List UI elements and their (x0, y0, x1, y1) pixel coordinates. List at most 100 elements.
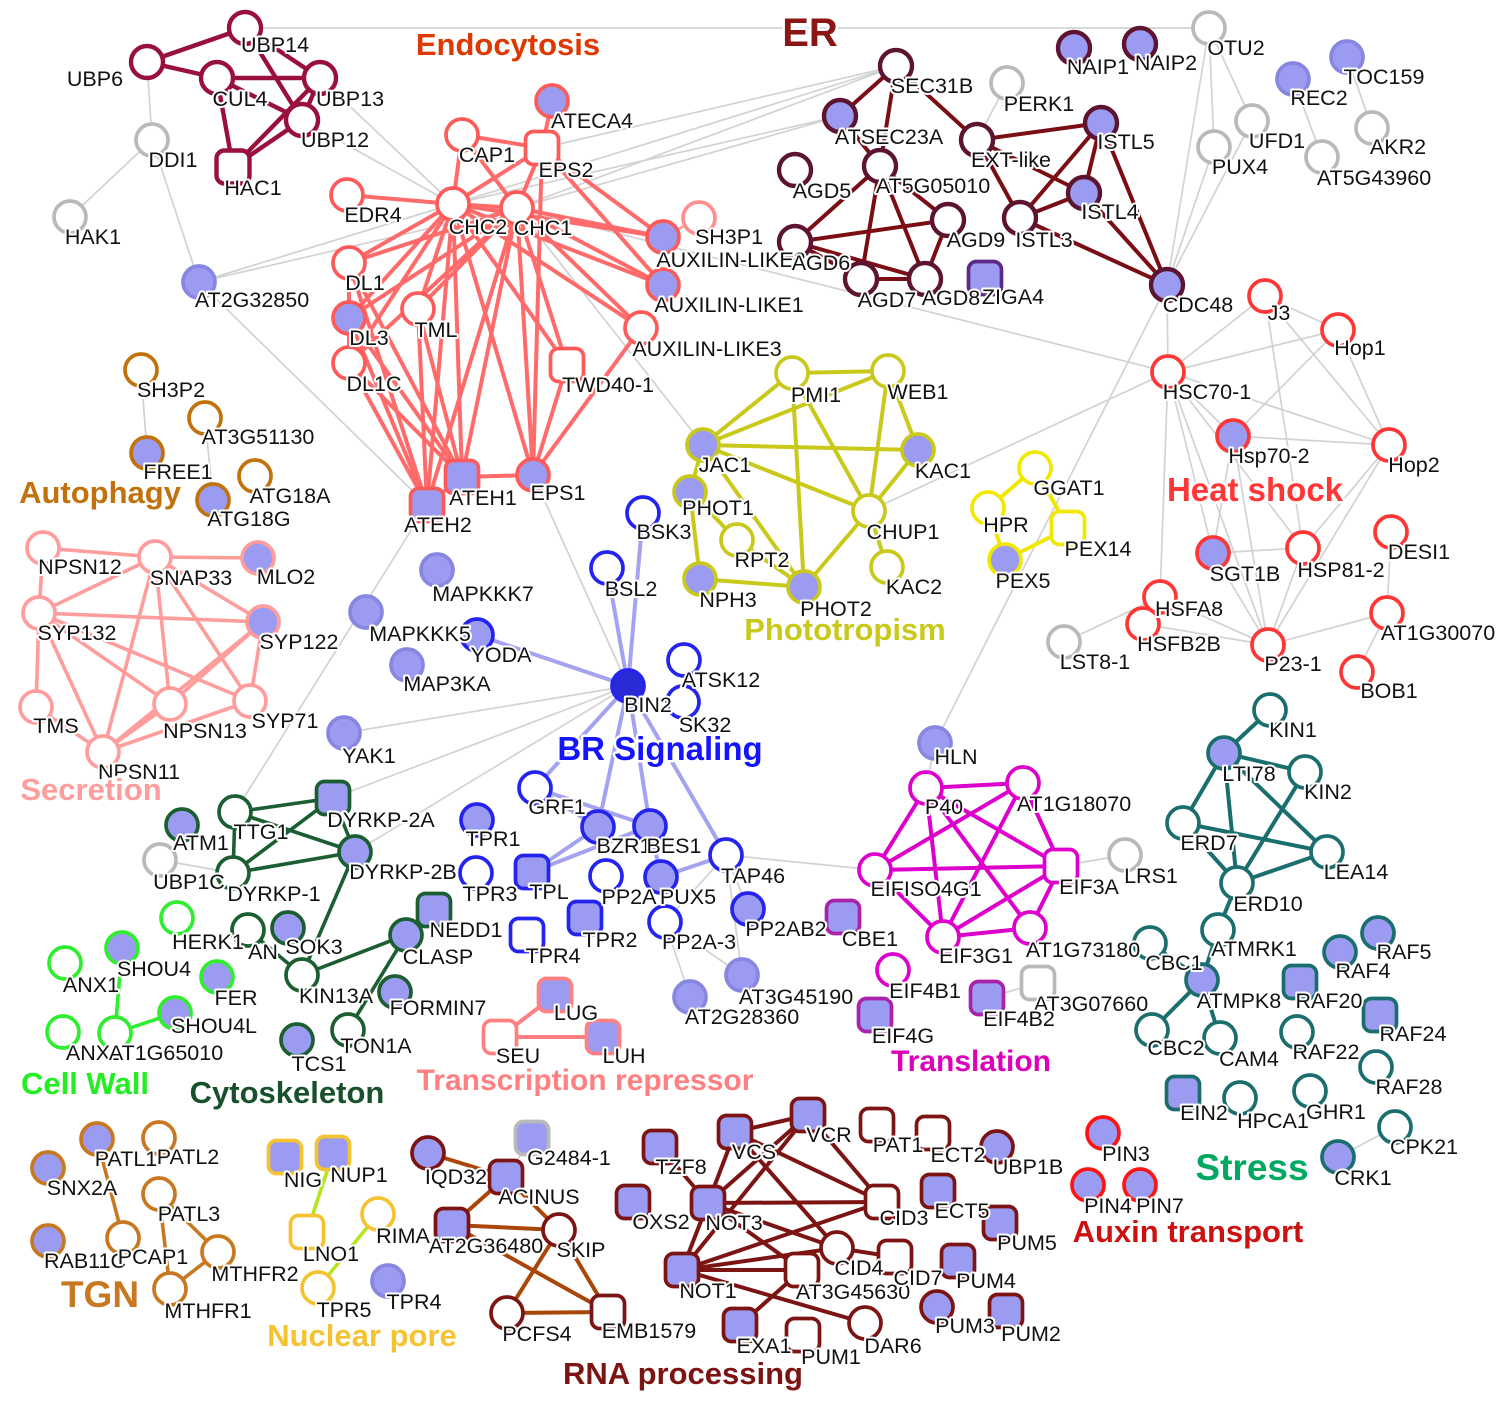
edge-DL1-ATEH1 (347, 261, 464, 479)
label-UBP12: UBP12 (301, 128, 369, 152)
edge-DYRKP-1-DYRKP-2B (231, 850, 357, 875)
label-CID7: CID7 (894, 1266, 943, 1290)
node-KIN1 (1252, 692, 1288, 728)
node-ISTL5 (1082, 104, 1120, 142)
node-AT1G65010 (97, 1015, 133, 1051)
node-GGAT1 (1017, 450, 1053, 486)
node-AT1G73180 (1012, 910, 1048, 946)
node-AUX2 (645, 219, 681, 255)
label-AGD6: AGD6 (792, 251, 851, 275)
edge-P40-EIF3G1 (924, 786, 945, 939)
node-RAB11C (30, 1223, 66, 1259)
node-ATSEC23A (821, 97, 859, 135)
label-AGD8: AGD8 (922, 286, 981, 310)
node-Hop2 (1371, 427, 1407, 463)
node-AT3G07660 (1019, 964, 1057, 1002)
cluster-title-phototropism: Phototropism (744, 612, 946, 647)
node-HSP81-2 (1285, 530, 1321, 566)
label-SEU: SEU (496, 1044, 540, 1068)
cluster-title-auxin-transport: Auxin transport (1073, 1214, 1304, 1249)
label-P40: P40 (925, 795, 963, 819)
edge-SYP71-NPSN11 (101, 699, 252, 754)
edge-EPS1-AUX3 (531, 326, 643, 477)
edge-PMI1-CHUP1 (790, 371, 871, 513)
label-RAF5: RAF5 (1377, 940, 1432, 964)
node-FREE1 (129, 435, 165, 471)
label-BSL2: BSL2 (605, 577, 658, 601)
label-EIF3G1: EIF3G1 (939, 944, 1013, 968)
label-RIMA: RIMA (376, 1224, 430, 1248)
edge-WEB1-CHUP1 (867, 369, 890, 513)
node-SYP132 (21, 595, 57, 631)
edge-SYP132-NPSN11 (37, 611, 105, 754)
edge-J3-HSP81-2 (1264, 295, 1304, 549)
label-BES1: BES1 (647, 834, 702, 858)
edge-SEC31B-EXT-like (894, 64, 979, 142)
cluster-title-tgn: TGN (61, 1274, 139, 1315)
label-TPL: TPL (529, 880, 568, 904)
label-TWD40-1: TWD40-1 (562, 373, 654, 397)
node-OTU2 (1191, 10, 1227, 46)
node-AGD6 (776, 223, 814, 261)
node-EPS1 (515, 457, 551, 493)
node-UBP12 (283, 101, 321, 139)
label-NEDD1: NEDD1 (430, 918, 503, 942)
label-VCS: VCS (732, 1140, 776, 1164)
node-KAC1 (900, 432, 936, 468)
label-RAF28: RAF28 (1376, 1075, 1443, 1099)
node-TPR4n (370, 1263, 406, 1299)
label-AUX1: AUXILIN-LIKE1 (654, 293, 803, 317)
node-BSK3 (625, 495, 661, 531)
node-LUG (536, 976, 574, 1014)
edge-AT1G18070-EIF3G1 (941, 781, 1025, 939)
edge-CHC1-ATEH1 (460, 206, 519, 479)
edge-CHC1-AUX1 (515, 206, 665, 287)
label-SEC31B: SEC31B (891, 74, 973, 98)
edge-VCR-NOT1 (680, 1113, 810, 1272)
node-PUX5 (643, 859, 679, 895)
edge-ATSEC23A-CHC2 (452, 115, 841, 205)
node-ECT5 (919, 1172, 957, 1210)
node-EIFISO4G1 (857, 852, 893, 888)
node-CUL4 (198, 59, 236, 97)
label-REC2: REC2 (1290, 86, 1347, 110)
cluster-title-cell-wall: Cell Wall (21, 1066, 149, 1101)
node-PCAP1 (105, 1220, 141, 1256)
label-PIN4: PIN4 (1084, 1194, 1132, 1218)
node-NOT1 (663, 1251, 701, 1289)
label-CAP1: CAP1 (459, 143, 515, 167)
label-BSK3: BSK3 (637, 520, 692, 544)
node-ANX2 (45, 1014, 81, 1050)
label-ZIGA4: ZIGA4 (982, 285, 1044, 309)
label-PCFS4: PCFS4 (502, 1322, 571, 1346)
node-EIF4G (856, 996, 894, 1034)
label-MAP3KA: MAP3KA (403, 672, 491, 696)
node-AT1G30070 (1369, 595, 1405, 631)
edge-SYP132-SYP71 (37, 611, 252, 703)
node-YAK1 (326, 715, 362, 751)
node-ISTL3 (1001, 199, 1039, 237)
label-NPSN13: NPSN13 (163, 719, 247, 743)
edge-BIN2-YODA (475, 633, 630, 688)
label-TTG1: TTG1 (234, 820, 289, 844)
edge-HSC70-1-Hop1 (1167, 329, 1339, 373)
edge-AT5G05010-AGD6 (793, 164, 882, 244)
node-P23-1 (1250, 627, 1286, 663)
edge-ISTL5-CDC48 (1099, 121, 1169, 287)
label-LST8-1: LST8-1 (1060, 650, 1131, 674)
node-HPR (970, 490, 1006, 526)
edge-AT2G32850-CHC2 (198, 203, 454, 283)
node-UBP13 (301, 59, 339, 97)
label-KAC2: KAC2 (886, 575, 942, 599)
node-AUX3 (623, 310, 659, 346)
edge-LTI78-ERD10 (1222, 751, 1239, 885)
node-DESI1 (1373, 514, 1409, 550)
label-PUM1: PUM1 (801, 1345, 861, 1369)
node-PCFS4 (489, 1295, 525, 1331)
edge-DL1C-ATEH2 (347, 361, 429, 507)
node-SNX2A (30, 1150, 66, 1186)
node-ANX1 (47, 945, 83, 981)
node-LEA14 (1309, 834, 1345, 870)
label-SKIP: SKIP (557, 1238, 606, 1262)
edge-CHC1-TWD40-1 (515, 206, 569, 367)
